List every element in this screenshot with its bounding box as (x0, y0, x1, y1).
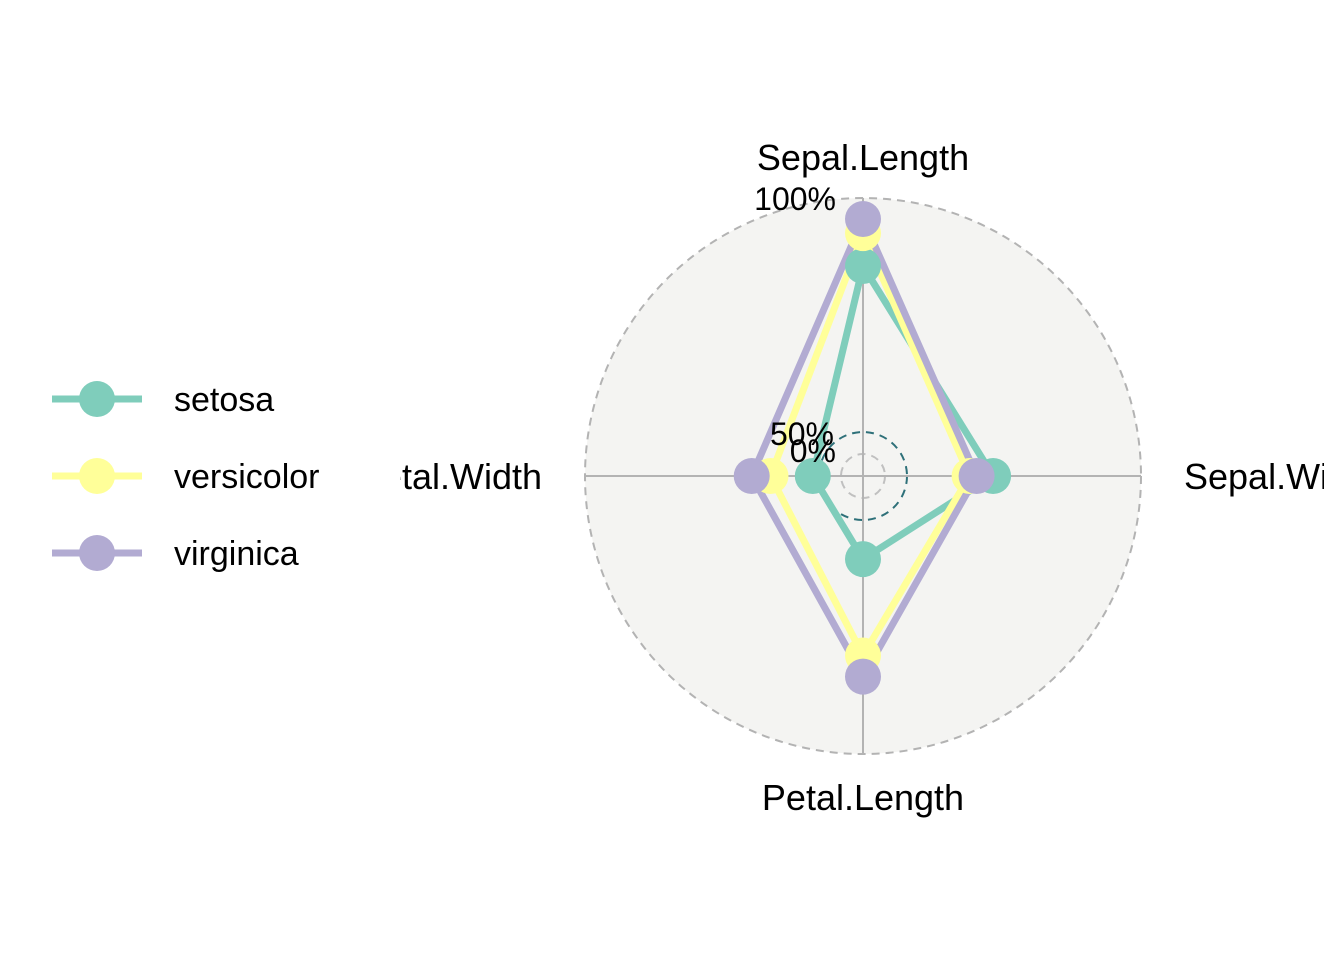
point-virginica-sepal-width (958, 458, 995, 494)
grid-label-mid: 50% (770, 416, 834, 452)
axis-label-sepal-length: Sepal.Length (757, 137, 969, 178)
point-virginica-petal-width (733, 458, 770, 494)
point-setosa-petal-width (794, 458, 831, 494)
legend-item-versicolor: versicolor (52, 458, 319, 496)
legend: setosa versicolor virginica (52, 381, 319, 573)
legend-label-virginica: virginica (174, 535, 299, 573)
plot-area: Sepal.Length Sepal.Width Petal.Length Pe… (358, 137, 1344, 818)
legend-label-versicolor: versicolor (174, 458, 319, 496)
grid-label-min: 0% (790, 433, 836, 469)
point-setosa-sepal-length (845, 248, 881, 284)
point-setosa-petal-length (845, 541, 881, 578)
legend-panel (0, 300, 400, 620)
point-virginica-petal-length (845, 658, 881, 695)
legend-key-marker-versicolor (79, 458, 115, 494)
legend-key-marker-setosa (79, 381, 115, 417)
grid-label-max: 100% (754, 181, 836, 217)
series-layer (733, 201, 1012, 695)
legend-label-setosa: setosa (174, 381, 274, 419)
axis-label-sepal-width: Sepal.Width (1184, 456, 1344, 497)
axis-label-petal-length: Petal.Length (762, 777, 964, 818)
legend-key-marker-virginica (79, 535, 115, 571)
legend-item-virginica: virginica (52, 535, 299, 573)
point-virginica-sepal-length (845, 201, 881, 237)
legend-item-setosa: setosa (52, 381, 274, 419)
